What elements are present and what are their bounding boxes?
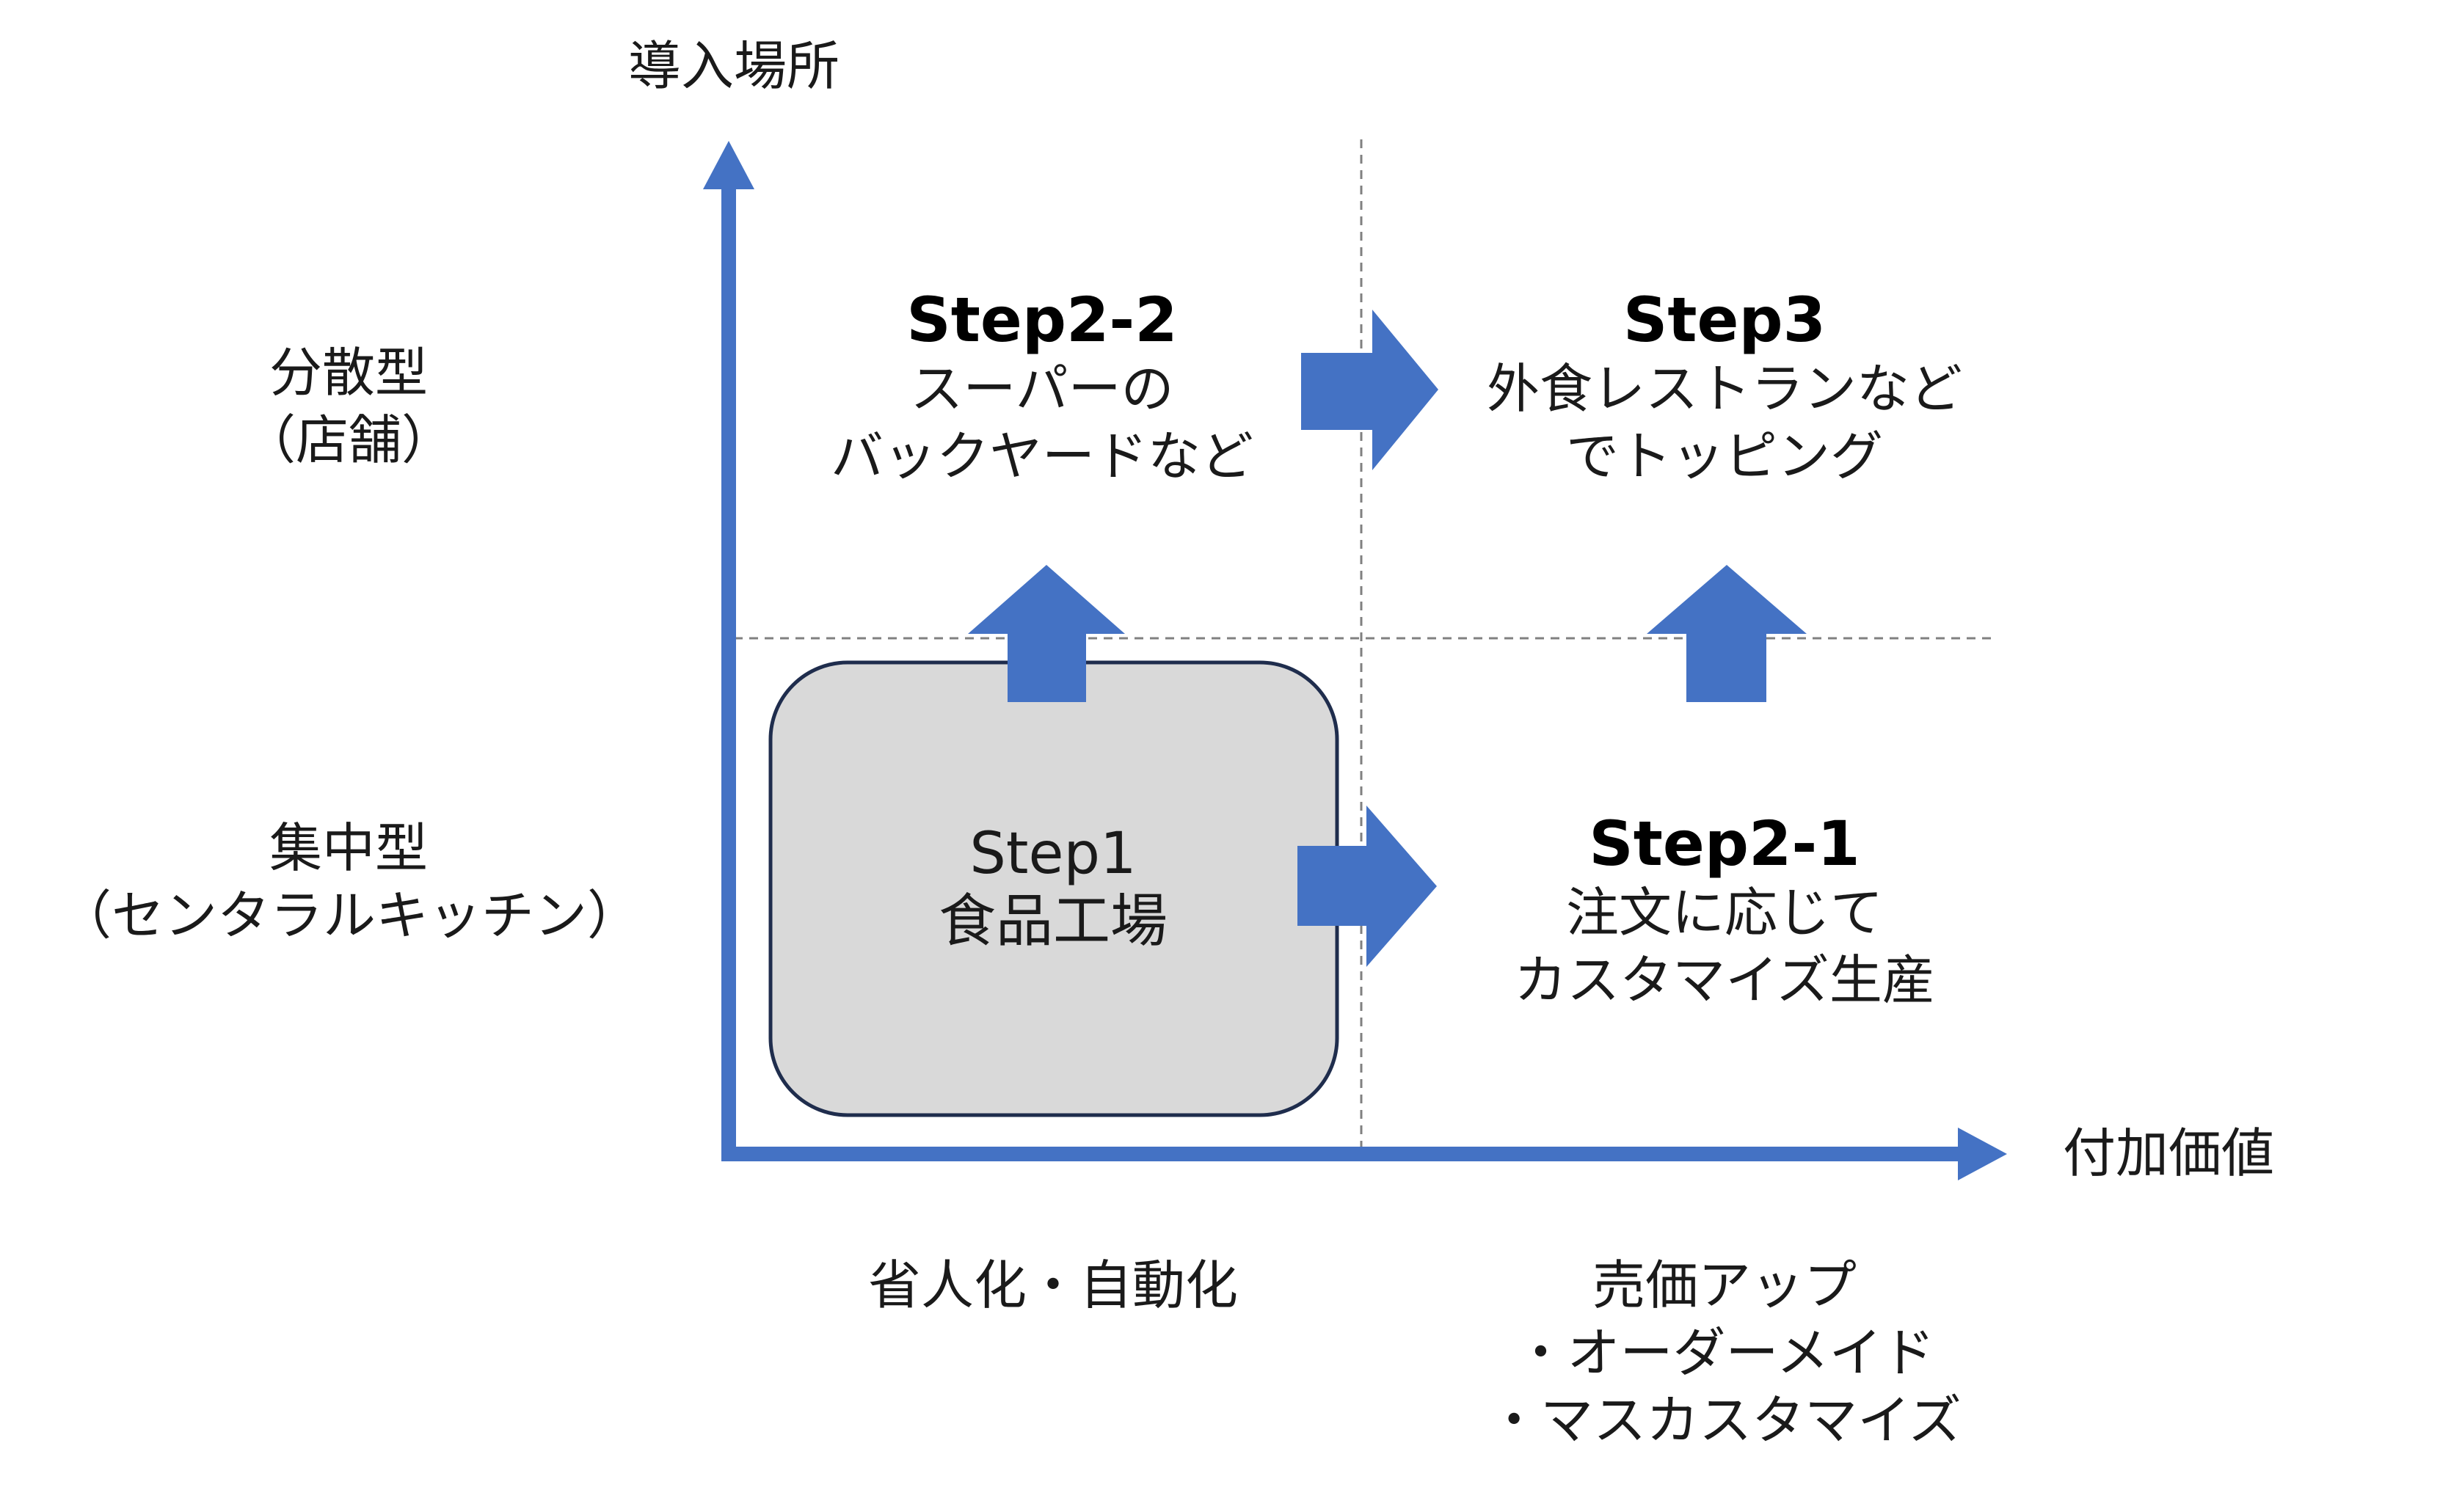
step2-1-node: Step2-1 注文に応じて カスタマイズ生産 bbox=[1431, 808, 2018, 1014]
x-axis-arrow bbox=[721, 1128, 2007, 1180]
step3-title: Step3 bbox=[1623, 284, 1827, 356]
y-axis-label: 導入場所 bbox=[627, 35, 840, 97]
step2-2-title: Step2-2 bbox=[906, 284, 1178, 356]
step2-1-title: Step2-1 bbox=[1589, 808, 1860, 880]
step1-title: Step1 bbox=[969, 821, 1137, 887]
y-category-centralized-line1: 集中型 bbox=[269, 817, 428, 879]
x-category-automation: 省人化・自動化 bbox=[807, 1252, 1299, 1319]
step3-desc-line1: 外食レストランなど bbox=[1486, 358, 1962, 420]
x-category-value-up-line1: 売価アップ bbox=[1592, 1254, 1857, 1316]
step3-desc-line2: でトッピング bbox=[1565, 426, 1883, 487]
y-category-distributed: 分散型 （店舗） bbox=[183, 339, 514, 474]
x-category-automation-line1: 省人化・自動化 bbox=[867, 1254, 1238, 1316]
x-category-value-up: 売価アップ ・オーダーメイド ・マスカスタマイズ bbox=[1431, 1252, 2018, 1454]
step2-1-desc-line2: カスタマイズ生産 bbox=[1514, 949, 1935, 1011]
y-category-centralized-line2: （センタラルキッチン） bbox=[59, 885, 641, 946]
step2-2-desc-line1: スーパーの bbox=[910, 358, 1174, 420]
step2-1-desc-line1: 注文に応じて bbox=[1565, 882, 1883, 943]
arrow-step2-1-to-step3 bbox=[1647, 565, 1807, 702]
x-category-value-up-line3: ・マスカスタマイズ bbox=[1487, 1389, 1962, 1451]
step3-node: Step3 外食レストランなど でトッピング bbox=[1431, 285, 2018, 490]
step1-desc-line1: 食品工場 bbox=[938, 888, 1168, 954]
y-axis-arrow bbox=[703, 141, 754, 1154]
step1-node: Step1 食品工場 bbox=[807, 820, 1299, 955]
arrow-step2-2-to-step3 bbox=[1301, 310, 1438, 470]
arrow-step1-to-step2-2 bbox=[968, 565, 1125, 702]
y-category-centralized: 集中型 （センタラルキッチン） bbox=[59, 814, 641, 949]
x-axis-label: 付加価値 bbox=[2062, 1122, 2274, 1184]
y-category-distributed-line2: （店舗） bbox=[242, 409, 454, 471]
y-category-distributed-line1: 分散型 bbox=[269, 342, 428, 403]
step2-2-node: Step2-2 スーパーの バックヤードなど bbox=[793, 285, 1292, 490]
step2-2-desc-line2: バックヤードなど bbox=[830, 426, 1253, 487]
x-category-value-up-line2: ・オーダーメイド bbox=[1514, 1322, 1935, 1384]
arrow-step1-to-step2-1 bbox=[1297, 806, 1437, 967]
